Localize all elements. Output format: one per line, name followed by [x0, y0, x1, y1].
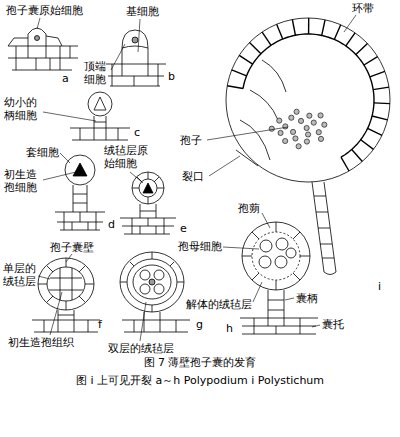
annulus-cell-wall — [227, 86, 243, 89]
annulus-inner-wall — [243, 34, 374, 157]
annulus-cell-wall — [356, 44, 368, 55]
spore — [296, 144, 301, 149]
annulus-cell-wall — [322, 20, 325, 36]
part-label: 绒毡层原始细胞 — [104, 144, 151, 170]
figure-caption: 图 7 薄壁孢子囊的发育 — [0, 355, 400, 370]
spore — [283, 124, 288, 129]
part-label: 孢子囊原始细胞 — [6, 4, 83, 17]
annulus-cell-wall — [373, 87, 389, 90]
figure-letter: b — [168, 70, 175, 83]
spore — [283, 138, 288, 143]
spore — [322, 122, 327, 127]
spore — [316, 130, 321, 135]
part-label: 解体的绒毡层 — [186, 298, 252, 311]
figure-letter: g — [196, 318, 203, 331]
figure-letter: i — [378, 280, 381, 293]
annulus-cell-wall — [370, 71, 385, 77]
annulus-cell-wall — [346, 33, 355, 46]
part-label: 初生造孢组织 — [8, 336, 74, 349]
figure-letter: c — [134, 126, 140, 139]
spore — [305, 132, 310, 137]
figure-note: 图 i 上可见开裂 a～h Polypodium i Polystichum — [0, 374, 400, 387]
spore — [290, 129, 295, 134]
annulus-ring — [227, 18, 390, 171]
cell-drawings — [8, 18, 390, 334]
figure-letter: h — [226, 322, 233, 335]
part-label: 幼小的柄细胞 — [4, 96, 40, 122]
part-label: 双层的绒毡层 — [108, 342, 174, 355]
spore — [277, 118, 282, 123]
part-label: 孢子 — [180, 134, 202, 147]
annulus-cell-wall — [262, 32, 271, 45]
spore — [307, 113, 312, 118]
annulus-cell-wall — [368, 128, 382, 135]
spore — [293, 136, 298, 141]
part-label: 孢蒴 — [238, 202, 260, 215]
annulus-cell-wall — [374, 102, 390, 104]
annulus-cell-wall — [239, 55, 252, 64]
annulus-cell-wall — [250, 43, 261, 54]
annulus-cell-wall — [334, 25, 340, 40]
annulus-cell-wall — [361, 140, 374, 150]
spore — [311, 120, 316, 125]
part-label: 孢子囊壁 — [50, 241, 94, 254]
part-label: 囊托 — [322, 318, 344, 331]
part-label: 裂口 — [182, 170, 204, 183]
annulus-cell-wall — [341, 157, 349, 171]
annulus-cell-wall — [277, 24, 283, 39]
spore — [289, 115, 294, 120]
spore — [298, 118, 303, 123]
spore — [318, 113, 323, 118]
spore — [304, 125, 309, 130]
annulus-cell-wall — [372, 116, 388, 120]
annulus-cell-wall — [308, 18, 310, 34]
part-label: 套细胞 — [26, 146, 59, 159]
annulus-cell-wall — [232, 70, 247, 76]
part-label: 顶端细胞 — [84, 60, 109, 86]
annulus-cell-wall — [352, 149, 363, 161]
figure-letter: f — [98, 318, 102, 331]
part-label: 环带 — [352, 2, 374, 15]
figure-letter: d — [108, 218, 115, 231]
annulus-cell-wall — [364, 57, 378, 65]
spore — [294, 109, 299, 114]
figure-letter: a — [62, 72, 69, 85]
part-label: 初生造孢细胞 — [4, 168, 40, 194]
spore — [278, 130, 283, 135]
part-label: 单层的绒毡层 — [3, 262, 39, 288]
part-label: 孢母细胞 — [178, 240, 222, 253]
spore — [269, 126, 274, 131]
annulus-cell-wall — [292, 20, 295, 36]
spore — [304, 139, 309, 144]
leader-lines — [37, 15, 356, 341]
figure-letter: e — [180, 222, 187, 235]
spore — [318, 136, 323, 141]
spore-cluster — [269, 109, 327, 149]
part-label: 基细胞 — [126, 5, 159, 18]
part-label: 囊柄 — [296, 292, 318, 305]
